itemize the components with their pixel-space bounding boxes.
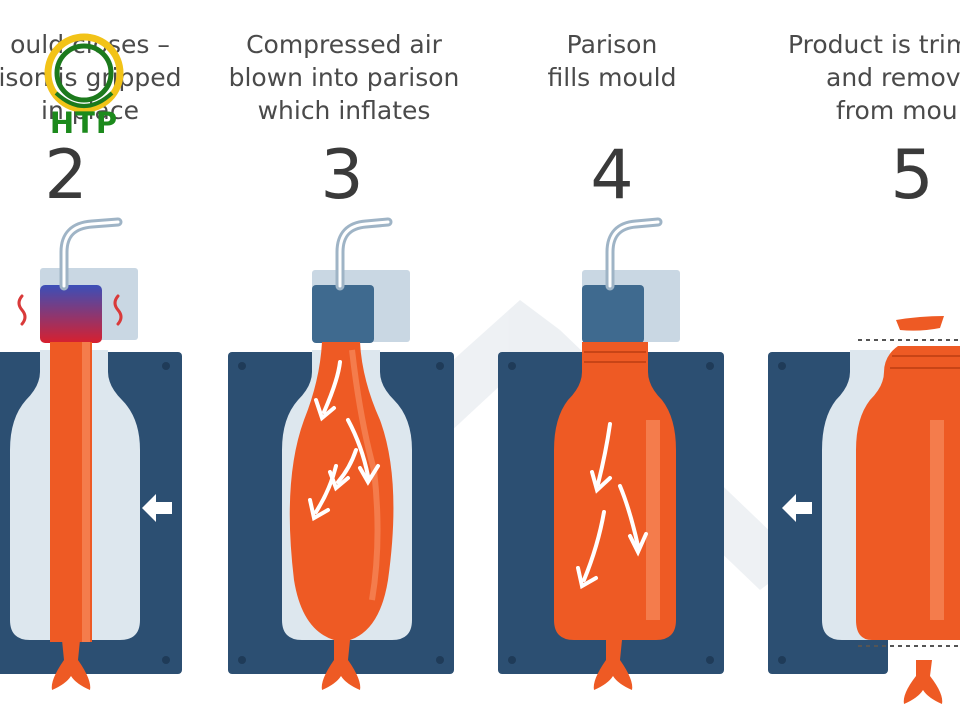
step-3-illustration	[228, 217, 454, 690]
parison-pinch	[321, 640, 361, 690]
step-3-number: 3	[320, 136, 364, 215]
flow-arrow-icon	[618, 484, 640, 548]
caption-line: from mou	[836, 96, 958, 125]
step-3-caption: Compressed air blown into parison which …	[204, 28, 484, 127]
caption-line: which inflates	[257, 96, 431, 125]
step-4-caption: Parison fills mould	[472, 28, 752, 94]
flow-arrow-icon	[336, 448, 358, 484]
flow-arrow-icon	[346, 418, 370, 478]
step-5-caption: Product is trim and remov from mou	[788, 28, 960, 127]
trimmed-flash	[896, 316, 944, 331]
step-5-illustration	[768, 316, 960, 704]
logo-text: HTP	[49, 106, 119, 140]
caption-line: Parison	[566, 30, 658, 59]
caption-line: and remov	[826, 63, 960, 92]
htp-logo	[44, 33, 124, 113]
caption-line: fills mould	[547, 63, 677, 92]
filled-bottle	[554, 342, 676, 640]
blow-head	[312, 285, 374, 343]
step-4-illustration	[498, 217, 724, 690]
flow-arrow-icon	[322, 360, 342, 414]
parison-pinch	[593, 640, 633, 690]
flow-arrow-icon	[314, 464, 338, 514]
heat-wave-icon	[113, 294, 123, 326]
caption-line: Product is trim	[788, 30, 960, 59]
gripper-head	[40, 285, 102, 343]
push-arrow-icon	[142, 494, 172, 522]
parison-pinch	[51, 640, 91, 690]
heat-wave-icon	[17, 294, 27, 326]
step-2-caption: ould closes – ison is gripped in place	[0, 28, 230, 127]
step-2-illustration	[0, 217, 182, 690]
caption-line: Compressed air	[246, 30, 442, 59]
step-5-number: 5	[890, 136, 934, 215]
trimmed-tail	[903, 660, 943, 704]
logo-center	[54, 43, 114, 103]
caption-line: blown into parison	[228, 63, 460, 92]
logo-ring	[44, 33, 124, 113]
caption-line: ison is gripped	[0, 63, 182, 92]
flow-arrow-icon	[596, 422, 612, 486]
blow-head	[582, 285, 644, 343]
push-arrow-icon	[782, 494, 812, 522]
step-4-number: 4	[590, 136, 634, 215]
flow-arrow-icon	[582, 510, 606, 582]
step-2-number: 2	[44, 136, 88, 215]
inflating-parison	[289, 342, 394, 640]
